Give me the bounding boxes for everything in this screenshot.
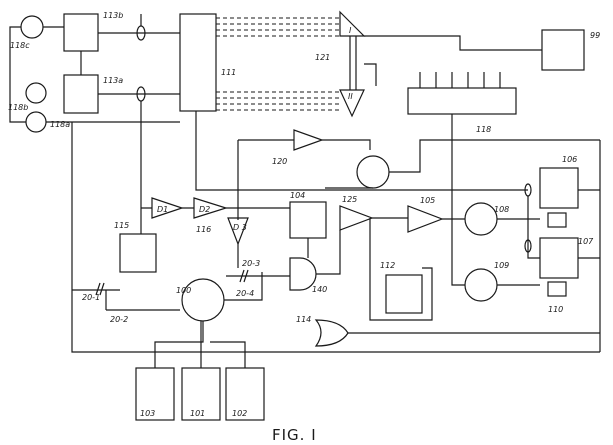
block-113a — [63, 74, 99, 114]
right-bus — [578, 140, 601, 352]
label-20-2: 20-2 — [110, 315, 128, 324]
label-121: 121 — [315, 53, 330, 62]
label-104: 104 — [290, 191, 305, 200]
mixer-circle — [356, 155, 390, 189]
label-D3: D 3 — [233, 223, 247, 232]
block-118 — [407, 87, 517, 115]
circle-108 — [464, 202, 498, 236]
block-104 — [289, 201, 327, 239]
block-111 — [179, 13, 217, 112]
wire-antenna-118 — [364, 63, 377, 86]
amplifier-120 — [293, 129, 324, 151]
amplifier-125 — [339, 205, 374, 231]
antenna-II — [339, 89, 365, 118]
block-112 — [385, 274, 423, 314]
label-101: 101 — [190, 409, 205, 418]
block-99 — [541, 29, 585, 71]
label-107: 107 — [578, 237, 594, 246]
figure-caption: FIG. I — [272, 426, 317, 444]
label-D2: D2 — [199, 205, 210, 214]
wire-gate-140-out — [316, 230, 341, 275]
wire-120-out — [322, 139, 371, 150]
label-112: 112 — [380, 261, 395, 270]
wire-118c-loop — [9, 26, 26, 123]
label-115: 115 — [114, 221, 129, 230]
block-110 — [547, 281, 567, 297]
wire-feedback — [195, 111, 540, 259]
dashed-lower-bundle — [216, 91, 340, 111]
label-99: 99 — [590, 31, 600, 40]
label-antenna-II: II — [348, 92, 353, 101]
label-111: 111 — [221, 68, 236, 77]
wire-antenna-99 — [364, 35, 542, 51]
circle-109 — [464, 268, 498, 302]
circle-118a — [25, 111, 47, 133]
label-109: 109 — [494, 261, 509, 270]
antenna-I — [339, 10, 366, 37]
wire-inputs-100 — [154, 321, 246, 368]
label-103: 103 — [140, 409, 155, 418]
label-125: 125 — [342, 195, 357, 204]
label-20-4: 20-4 — [236, 289, 254, 298]
wire-20-2 — [105, 290, 180, 311]
gate-140 — [289, 257, 317, 291]
label-110: 110 — [548, 305, 563, 314]
wire-mixer-right — [389, 139, 600, 173]
block-107 — [539, 237, 579, 279]
label-20-1: 20-1 — [82, 293, 100, 302]
label-118: 118 — [476, 125, 491, 134]
label-108: 108 — [494, 205, 509, 214]
label-D1: D1 — [157, 205, 168, 214]
label-116: 116 — [196, 225, 211, 234]
wire-118-down — [451, 114, 465, 286]
circle-118c — [20, 15, 44, 39]
wire-100-switch — [224, 272, 263, 301]
antenna-mast — [349, 36, 357, 90]
label-100: 100 — [176, 286, 191, 295]
label-120: 120 — [272, 157, 287, 166]
block-115 — [119, 233, 157, 273]
label-118b: 118b — [8, 103, 28, 112]
left-bus — [71, 122, 600, 353]
label-102: 102 — [232, 409, 247, 418]
label-113b: 113b — [103, 11, 123, 20]
label-140: 140 — [312, 285, 327, 294]
label-20-3: 20-3 — [242, 259, 260, 268]
wire-112 — [369, 218, 433, 321]
block-113b — [63, 13, 99, 52]
block-106-sub — [547, 212, 567, 228]
dashed-upper-bundle — [216, 17, 340, 37]
label-118a: 118a — [50, 120, 70, 129]
label-antenna-I: I — [349, 26, 352, 35]
gate-114 — [314, 319, 349, 347]
label-113a: 113a — [103, 76, 123, 85]
switch-20-3 — [226, 269, 290, 283]
amplifier-D3 — [227, 217, 249, 246]
amplifier-105 — [407, 205, 444, 233]
label-105: 105 — [420, 196, 435, 205]
wire-120-in — [237, 139, 294, 220]
block-118-inputs — [419, 72, 501, 88]
circle-118b — [25, 82, 47, 104]
block-106 — [539, 167, 579, 209]
label-118c: 118c — [10, 41, 30, 50]
switch-20-1 — [95, 282, 105, 296]
label-114: 114 — [296, 315, 311, 324]
label-106: 106 — [562, 155, 577, 164]
